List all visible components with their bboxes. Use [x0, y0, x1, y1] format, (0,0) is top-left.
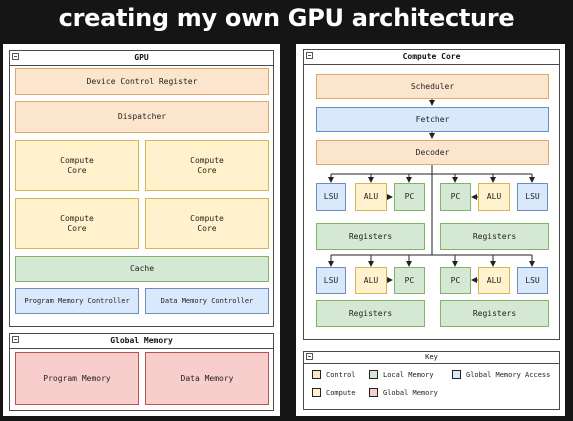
key-label: Global Memory Access	[466, 370, 551, 379]
key-item-control: Control	[312, 370, 356, 379]
alu-unit: ALU	[355, 267, 387, 294]
collapse-icon[interactable]	[12, 53, 19, 60]
key-title: Key	[425, 353, 438, 361]
decoder: Decoder	[316, 140, 549, 165]
collapse-icon[interactable]	[12, 336, 19, 343]
compute-core-2: Compute Core	[145, 140, 269, 191]
pc-unit: PC	[394, 183, 425, 211]
key-item-compute: Compute	[312, 388, 356, 397]
registers: Registers	[440, 300, 549, 327]
key-label: Compute	[326, 388, 356, 397]
cache: Cache	[15, 256, 269, 282]
global-memory-access-swatch	[452, 370, 461, 379]
program-memory-controller: Program Memory Controller	[15, 288, 139, 314]
device-control-register: Device Control Register	[15, 68, 269, 95]
lsu-unit: LSU	[517, 267, 548, 294]
alu-unit: ALU	[355, 183, 387, 211]
compute-core-3: Compute Core	[15, 198, 139, 249]
key-label: Global Memory	[383, 388, 438, 397]
key-label: Local Memory	[383, 370, 434, 379]
local-memory-swatch	[369, 370, 378, 379]
key-frame: Key	[303, 351, 560, 410]
dispatcher: Dispatcher	[15, 101, 269, 133]
pc-unit: PC	[394, 267, 425, 294]
registers: Registers	[316, 223, 425, 250]
compute-swatch	[312, 388, 321, 397]
gpu-title: GPU	[134, 53, 149, 62]
control-swatch	[312, 370, 321, 379]
data-memory: Data Memory	[145, 352, 269, 405]
key-item-global-memory-access: Global Memory Access	[452, 370, 550, 379]
compute-core-4: Compute Core	[145, 198, 269, 249]
compute-core-1: Compute Core	[15, 140, 139, 191]
lsu-unit: LSU	[517, 183, 548, 211]
collapse-icon[interactable]	[306, 52, 313, 59]
alu-unit: ALU	[478, 267, 510, 294]
pc-unit: PC	[440, 267, 471, 294]
global-memory-title: Global Memory	[110, 336, 173, 345]
key-label: Control	[326, 370, 356, 379]
scheduler: Scheduler	[316, 74, 549, 99]
compute-core-title: Compute Core	[402, 52, 461, 61]
registers: Registers	[440, 223, 549, 250]
program-memory: Program Memory	[15, 352, 139, 405]
registers: Registers	[316, 300, 425, 327]
page-title: creating my own GPU architecture	[58, 4, 515, 32]
fetcher: Fetcher	[316, 107, 549, 132]
pc-unit: PC	[440, 183, 471, 211]
global-memory-swatch	[369, 388, 378, 397]
data-memory-controller: Data Memory Controller	[145, 288, 269, 314]
lsu-unit: LSU	[316, 183, 346, 211]
key-item-local-memory: Local Memory	[369, 370, 434, 379]
collapse-icon[interactable]	[306, 353, 313, 360]
lsu-unit: LSU	[316, 267, 346, 294]
alu-unit: ALU	[478, 183, 510, 211]
key-item-global-memory: Global Memory	[369, 388, 438, 397]
